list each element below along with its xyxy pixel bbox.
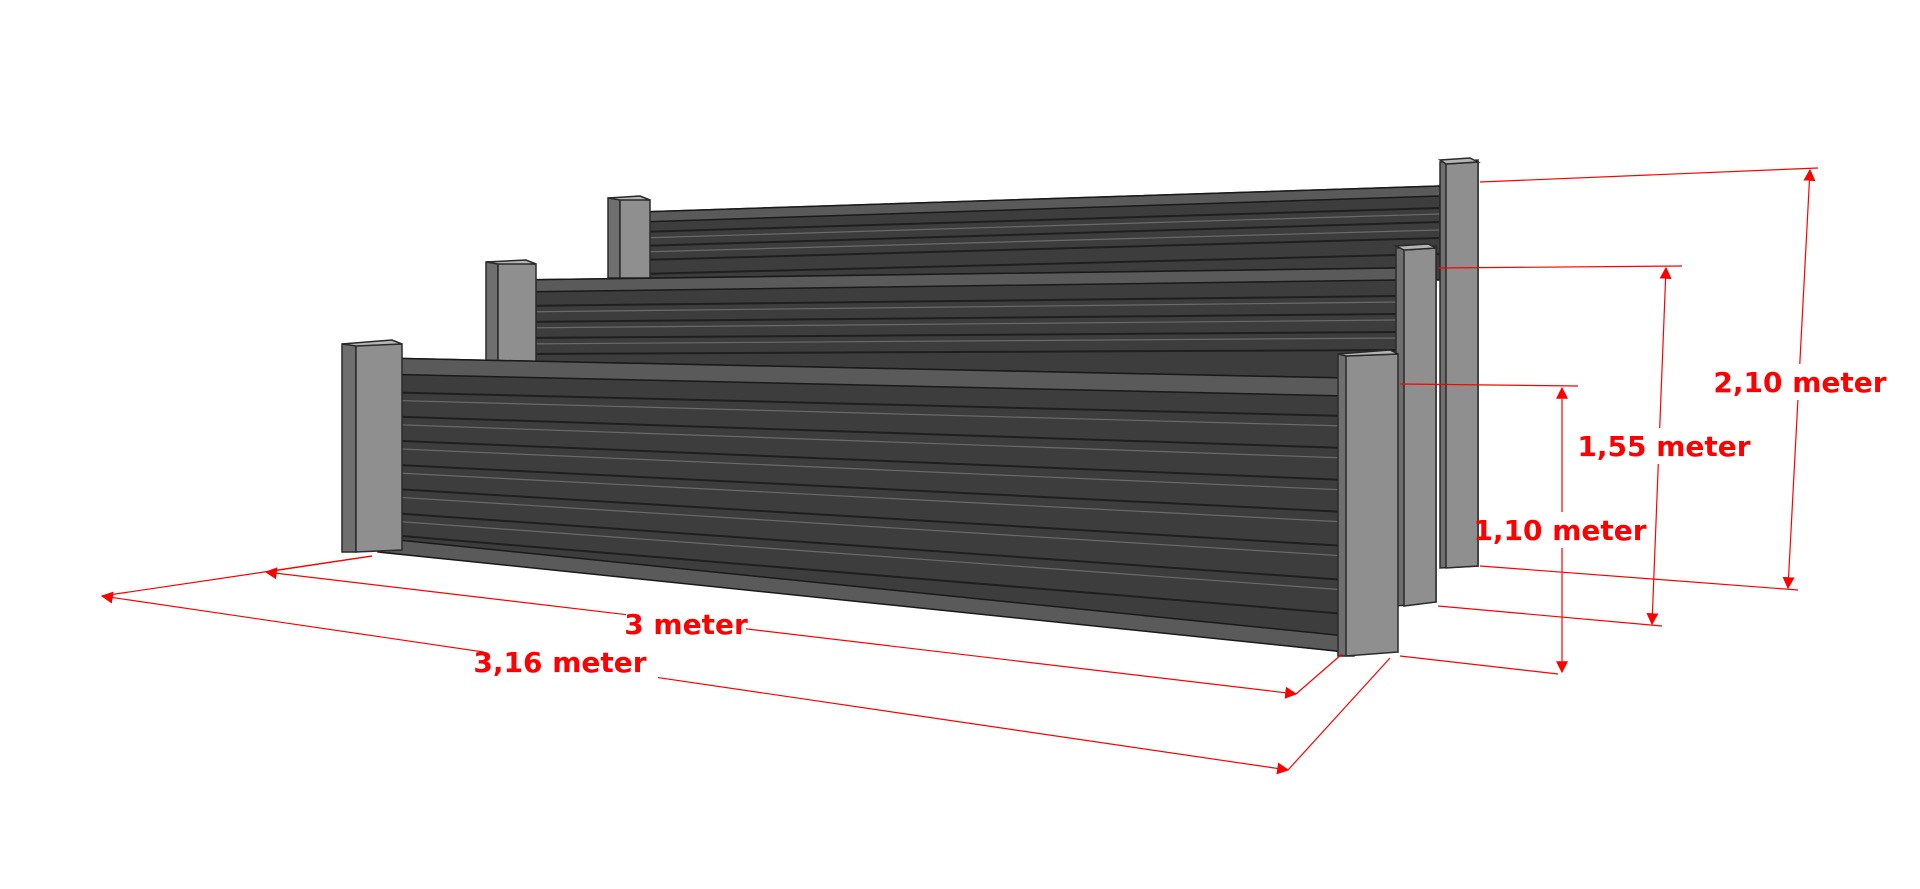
back-tier-left-post xyxy=(607,195,651,279)
length-inner-label: 3 meter xyxy=(624,608,748,641)
length-outer-label-bg xyxy=(484,644,658,680)
height-middle-label: 1,55 meter xyxy=(1577,430,1750,463)
height-back-label: 2,10 meter xyxy=(1713,366,1886,399)
height-front-label: 1,10 meter xyxy=(1473,514,1646,547)
front-tier-right-post xyxy=(1337,349,1399,657)
middle-tier-left-post xyxy=(485,259,537,365)
length-dimension-lines xyxy=(100,555,1391,775)
height-back-label-bg xyxy=(1722,364,1874,400)
front-tier-left-post xyxy=(341,339,403,553)
length-outer-label: 3,16 meter xyxy=(473,646,646,679)
height-front-label-bg xyxy=(1484,512,1638,548)
front-tier-wall xyxy=(377,357,1347,653)
back-tier-wall xyxy=(639,185,1441,281)
middle-tier-right-post xyxy=(1393,243,1439,607)
back-tier-right-post xyxy=(1437,157,1481,569)
height-middle-label-bg xyxy=(1586,428,1742,464)
length-inner-label-bg xyxy=(626,606,746,642)
